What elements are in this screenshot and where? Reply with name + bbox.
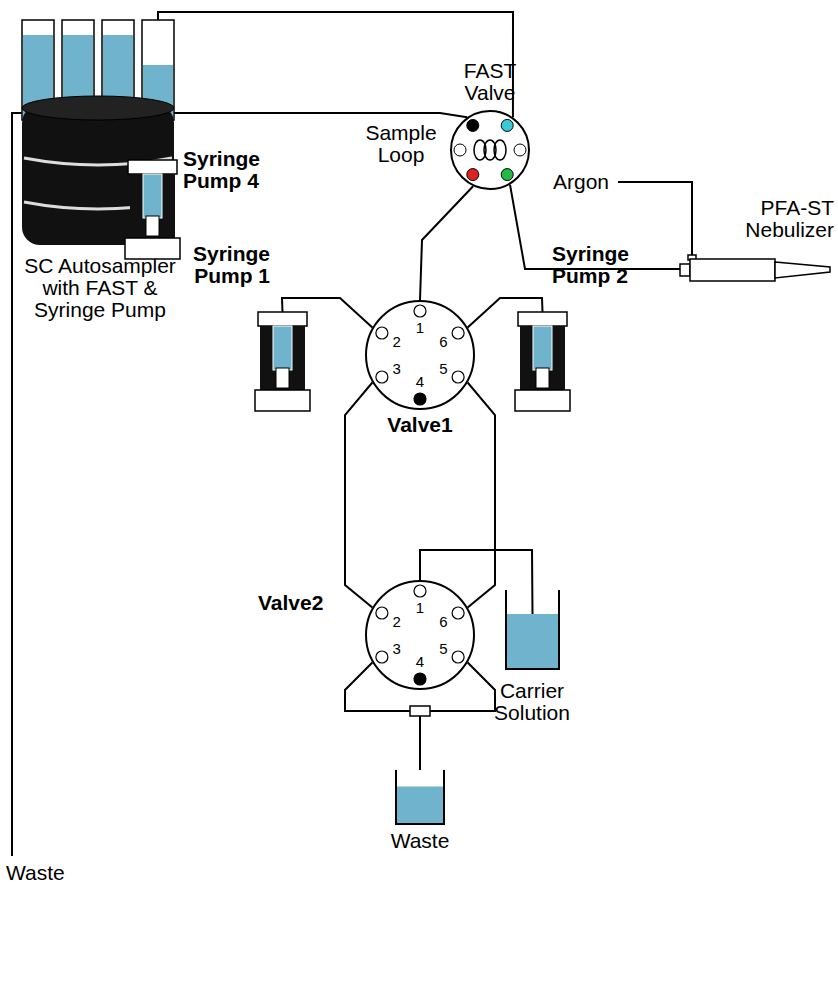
nebulizer-label: PFA-ST Nebulizer — [714, 197, 834, 241]
syringe-pump: Syringe Pump 4 — [125, 160, 180, 260]
fast-valve-shape — [450, 110, 530, 190]
waste-beaker-shape — [395, 770, 445, 825]
fast-valve-label: FAST Valve — [450, 60, 530, 104]
waste-beaker-label: Waste — [375, 830, 465, 852]
syringe-pump-shape — [125, 160, 180, 260]
nebulizer-shape — [680, 255, 830, 283]
carrier-beaker-label: Carrier Solution — [482, 680, 582, 724]
carrier-beaker: Carrier Solution — [505, 590, 560, 670]
port-number: 4 — [410, 374, 430, 390]
sample-loop-label: Sample Loop — [355, 122, 447, 166]
tee-fitting — [410, 706, 430, 716]
port-number: 3 — [387, 641, 407, 657]
syringe-pump: Syringe Pump 2 — [515, 312, 570, 412]
port-number: 1 — [410, 320, 430, 336]
port-number: 6 — [433, 334, 453, 350]
port-number: 3 — [387, 361, 407, 377]
nebulizer: PFA-ST Nebulizer — [680, 255, 830, 283]
six-port-valve-shape — [365, 300, 475, 410]
fast-valve: FAST Valve — [450, 110, 530, 190]
tubing-line — [420, 186, 473, 300]
syringe-pump-shape — [255, 312, 310, 412]
six-port-valve: Valve1 — [365, 300, 475, 410]
syringe-pump-label: Syringe Pump 1 — [178, 243, 270, 287]
six-port-valve-label: Valve2 — [258, 592, 342, 614]
waste-beaker: Waste — [395, 770, 445, 825]
carrier-beaker-shape — [505, 590, 560, 670]
syringe-pump-shape — [515, 312, 570, 412]
autosampler-label: SC Autosampler with FAST & Syringe Pump — [15, 255, 185, 321]
port-number: 6 — [433, 614, 453, 630]
six-port-valve: Valve2 — [365, 580, 475, 690]
syringe-pump: Syringe Pump 1 — [255, 312, 310, 412]
gas-label: Argon — [553, 171, 617, 193]
syringe-pump-label: Syringe Pump 2 — [552, 243, 647, 287]
syringe-pump-label: Syringe Pump 4 — [183, 148, 273, 192]
tubing-line — [468, 383, 495, 608]
tubing-line — [158, 12, 513, 117]
port-number: 5 — [433, 641, 453, 657]
port-number: 2 — [387, 614, 407, 630]
port-number: 5 — [433, 361, 453, 377]
argon-line — [618, 182, 692, 255]
tubing-line — [345, 383, 372, 608]
port-number: 4 — [410, 654, 430, 670]
six-port-valve-label: Valve1 — [375, 414, 465, 436]
port-number: 1 — [410, 600, 430, 616]
port-number: 2 — [387, 334, 407, 350]
waste-label: Waste — [6, 862, 86, 884]
six-port-valve-shape — [365, 580, 475, 690]
